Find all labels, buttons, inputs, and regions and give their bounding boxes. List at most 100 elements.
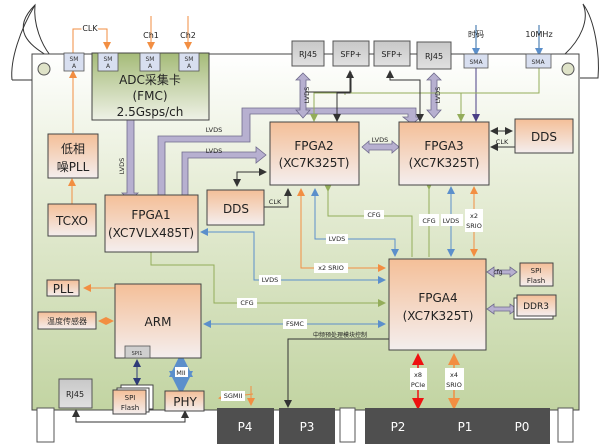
connector-p2-p0[interactable]: P2 P1 P0 [365, 408, 550, 444]
block-adc-card[interactable]: SM A SM A SM A ADC采集卡 (FMC) 2.5Gsps/ch [91, 52, 210, 121]
spi-flash-fpga4-line2: Flash [527, 277, 545, 285]
label-if-control: 中频预处理模块控制 [313, 331, 367, 339]
pll-label: PLL [53, 282, 74, 296]
block-fpga2[interactable]: FPGA2 (XC7K325T) [269, 121, 360, 186]
lvds-text: LVDS [118, 158, 126, 175]
sma-text: SM [185, 56, 194, 63]
fpga3-name: FPGA3 [424, 139, 463, 153]
label-x8: x8 [414, 371, 422, 379]
sma-clk-out[interactable]: SM A [63, 52, 85, 72]
connector-p3-label: P3 [300, 420, 315, 434]
sma-timecode[interactable]: SMA [463, 53, 489, 69]
block-sfp-b[interactable]: SFP+ [373, 40, 411, 67]
left-ejector-outline [22, 3, 51, 56]
block-rj45-a[interactable]: RJ45 [291, 40, 325, 67]
sfp-a-label: SFP+ [340, 50, 361, 59]
adc-title: ADC采集卡 [119, 72, 181, 87]
label-lvds-fpga1-fpga4: LVDS [262, 276, 279, 284]
spi-flash-arm-line2: Flash [121, 404, 139, 412]
block-fpga4[interactable]: FPGA4 (XC7K325T) [388, 258, 487, 351]
backplane-connectors: P4 P3 P2 P1 P0 [36, 407, 574, 444]
label-srio-fpga3: SRIO [466, 222, 482, 230]
label-lvds-fpga3: LVDS [443, 217, 460, 225]
mounting-hole-right [561, 62, 575, 76]
label-ch2: Ch2 [180, 31, 196, 40]
label-mii: MII [176, 369, 186, 377]
fpga4-part: (XC7K325T) [403, 309, 474, 323]
spi1-label: SPI1 [132, 351, 143, 357]
guide-pin-left [36, 407, 55, 443]
label-clk-dds2: CLK [496, 138, 509, 146]
block-spi-flash-arm[interactable]: SPI Flash [112, 384, 154, 415]
connector-p4[interactable]: P4 [217, 408, 274, 444]
temp-sensor-label: 温度传感器 [47, 316, 87, 326]
block-spi-flash-fpga4[interactable]: SPI Flash [519, 262, 554, 287]
block-rj45-c[interactable]: RJ45 [58, 378, 93, 409]
dds2-label: DDS [531, 130, 557, 144]
connector-p0-label: P0 [515, 420, 530, 434]
label-ch1: Ch1 [143, 31, 159, 40]
block-tcxo[interactable]: TCXO [47, 203, 97, 237]
label-x2-fpga3: x2 [470, 212, 478, 220]
link-rj45c-phy [72, 409, 189, 423]
pll-line1: 低相 [61, 142, 85, 156]
link-sfp-b-fpga3 [386, 70, 424, 122]
label-lvds-fpga1-fpga2: LVDS [206, 147, 223, 155]
rj45-a-label: RJ45 [299, 50, 317, 59]
spi-flash-arm-line1: SPI [125, 394, 136, 402]
label-x2srio-fpga2-fpga4: x2 SRIO [318, 264, 344, 272]
sma-text: SM [104, 56, 113, 63]
label-lvds-adc-fpga1: LVDS [118, 158, 126, 175]
block-arm[interactable]: ARM SPI1 [114, 283, 202, 359]
sma-text: SM [70, 56, 79, 63]
label-pcie: PCIe [411, 381, 425, 389]
label-cfg-fpga3: CFG [422, 217, 435, 225]
block-dds2[interactable]: DDS [514, 118, 574, 154]
label-x4: x4 [450, 371, 458, 379]
fpga2-part: (XC7K325T) [279, 156, 350, 170]
block-temp-sensor[interactable]: 温度传感器 [37, 311, 97, 330]
sma-10mhz[interactable]: SMA [525, 53, 552, 69]
sfp-b-label: SFP+ [381, 50, 402, 59]
link-sfp-a-drop [333, 70, 354, 122]
label-lvds-rj45b: LVDS [434, 87, 442, 104]
label-lvds-fpga2-fpga4: LVDS [329, 235, 346, 243]
spi-flash-fpga4-line1: SPI [531, 267, 542, 275]
connector-p4-label: P4 [238, 420, 253, 434]
block-sfp-a[interactable]: SFP+ [332, 40, 370, 67]
pll-line2: 噪PLL [57, 160, 90, 174]
sma-text: SMA [531, 59, 545, 66]
bus-fpga4-spiflash [486, 266, 518, 278]
block-pll[interactable]: PLL [46, 279, 80, 297]
label-clk-dds1: CLK [269, 198, 282, 206]
label-timecode: 时码 [468, 29, 484, 39]
label-lvds-rj45a: LVDS [303, 87, 311, 104]
guide-pin-middle [339, 407, 356, 443]
bus-rj45a-fpga2 [295, 72, 311, 119]
block-low-noise-pll[interactable]: 低相 噪PLL [47, 133, 99, 179]
connector-p2-label: P2 [391, 420, 406, 434]
label-srio-p1: SRIO [446, 381, 462, 389]
label-lvds-fpga1-fpga3: LVDS [206, 126, 223, 134]
link-fpga4-fpga1-cfg [147, 246, 386, 307]
right-ejector-outline [564, 3, 599, 79]
sma-text: A [72, 63, 77, 70]
label-10mhz: 10MHz [525, 30, 552, 39]
sma-text: SM [146, 56, 155, 63]
sma-text: A [148, 63, 153, 70]
adc-rate: 2.5Gsps/ch [117, 105, 184, 119]
block-dds1[interactable]: DDS [206, 189, 265, 226]
block-phy[interactable]: PHY [164, 390, 205, 412]
link-dds1-clk-fpga2 [264, 188, 292, 208]
guide-pin-right [557, 407, 574, 443]
sma-text: SMA [469, 59, 483, 66]
bus-rj45b-fpga3 [426, 72, 442, 119]
block-fpga1[interactable]: FPGA1 (XC7VLX485T) [104, 194, 199, 253]
fpga1-part: (XC7VLX485T) [108, 226, 194, 240]
block-rj45-b[interactable]: RJ45 [416, 41, 452, 70]
block-fpga3[interactable]: FPGA3 (XC7K325T) [398, 121, 490, 186]
connector-p3[interactable]: P3 [279, 408, 335, 444]
label-ext-clk: CLK [82, 24, 98, 33]
block-ddr3[interactable]: DDR3 [513, 294, 557, 320]
label-cfg-fpga2: CFG [367, 211, 380, 219]
